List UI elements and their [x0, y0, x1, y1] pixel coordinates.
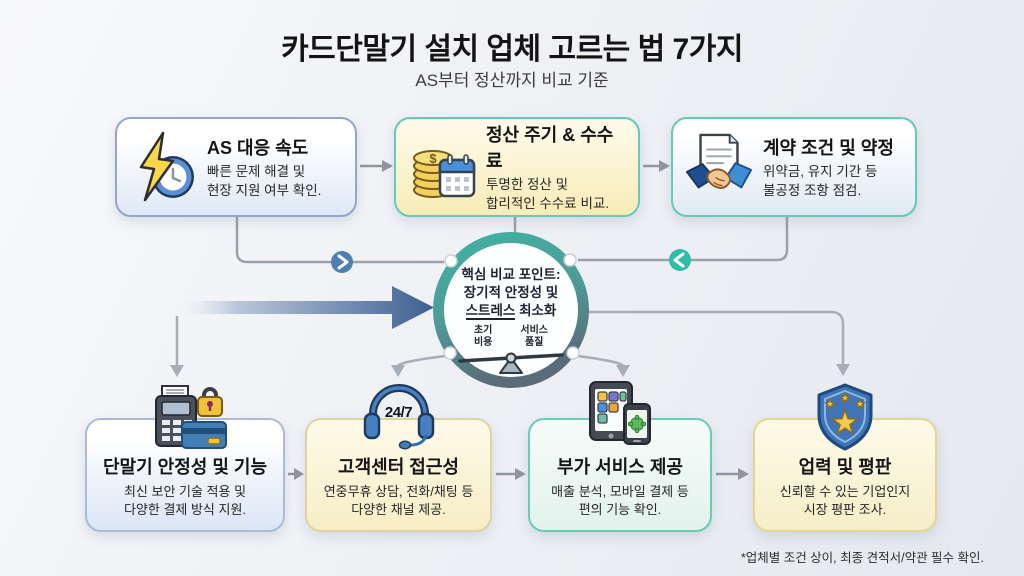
ring-node-icons: [443, 253, 580, 360]
card-title: 업력 및 평판: [798, 457, 892, 477]
card-customer-support: 24/7 고객센터 접근성 연중무휴 상담, 전화/채팅 등 다양한 채널 제공…: [305, 384, 492, 532]
balance-right-bottom: 품질: [524, 336, 544, 348]
card-desc-line1: 최신 보안 기술 적용 및: [123, 484, 247, 499]
card-desc-line2: 다양한 결제 방식 지원.: [123, 502, 247, 518]
balance-scale-icon: [458, 352, 564, 374]
arrow-down-support-icon: [391, 354, 446, 377]
card-reputation: 업력 및 평판 신뢰할 수 있는 기업인지 시장 평판 조사.: [753, 383, 937, 532]
core-line3-rest: 최소화: [515, 303, 557, 319]
card-desc: 최신 보안 기술 적용 및 다양한 결제 방식 지원.: [87, 483, 283, 519]
core-comparison-point: 핵심 비교 포인트: 장기적 안정성 및 스트레스 최소화: [433, 266, 589, 321]
card-value-added-services: 부가 서비스 제공 매출 분석, 모바일 결제 등 편의 기능 확인.: [528, 381, 712, 532]
tablet-phone-icon: [582, 380, 658, 446]
card-desc-line2: 다양한 채널 제공.: [351, 502, 446, 518]
svg-text:$: $: [429, 151, 437, 166]
chevron-left-badge-icon: [669, 249, 691, 271]
pos-terminal-lock-icon: [142, 384, 228, 450]
card-title: 정산 주기 & 수수료: [486, 124, 614, 171]
card-desc: 빠른 문제 해결 및 현장 지원 여부 확인.: [207, 163, 321, 200]
big-arrow-icon: [180, 286, 434, 329]
document-handshake-icon: [685, 130, 753, 204]
chevron-right-badge-icon: [331, 251, 353, 273]
balance-right-label: 서비스 품질: [520, 325, 548, 348]
card-terminal-stability: 단말기 안정성 및 기능 최신 보안 기술 적용 및 다양한 결제 방식 지원.: [85, 385, 285, 532]
card-desc-line1: 위약금, 유지 기간 등: [763, 163, 878, 179]
arrow-bottom-1-icon: [288, 468, 304, 480]
card-title: 계약 조건 및 약정: [763, 137, 894, 158]
arrow-top-2-icon: [643, 160, 670, 172]
card-desc-line1: 투명한 정산 및: [486, 176, 569, 192]
balance-left-label: 초기 비용: [474, 325, 492, 348]
balance-left-top: 초기: [473, 325, 493, 336]
card-desc: 연중무휴 상담, 전화/채팅 등 다양한 채널 제공.: [307, 483, 490, 519]
card-desc: 신뢰할 수 있는 기업인지 시장 평판 조사.: [755, 483, 935, 519]
arrow-down-terminal-icon: [170, 316, 184, 377]
core-line3-underline: 스트레스: [465, 303, 516, 321]
card-desc-line2: 시장 평판 조사.: [803, 502, 887, 518]
card-desc-line2: 합리적인 수수료 비교.: [486, 195, 610, 211]
card-as-response-speed: AS 대응 속도 빠른 문제 해결 및 현장 지원 여부 확인.: [115, 117, 357, 217]
balance-right-top: 서비스: [520, 325, 548, 336]
connector-card1-to-center: [235, 217, 444, 264]
card-title: AS 대응 속도: [207, 137, 309, 158]
balance-labels: 초기 비용 서비스 품질: [433, 325, 589, 348]
connector-card3-to-center: [578, 217, 789, 262]
card-desc: 투명한 정산 및 합리적인 수수료 비교.: [486, 176, 626, 213]
card-desc-line1: 연중무휴 상담, 전화/채팅 등: [323, 484, 474, 499]
card-desc-line2: 편의 기능 확인.: [578, 502, 662, 518]
card-text: 계약 조건 및 약정 위약금, 유지 기간 등 불공정 조항 점검.: [763, 134, 894, 200]
page-title: 카드단말기 설치 업체 고르는 법 7가지: [281, 33, 743, 66]
balance-left-bottom: 비용: [473, 336, 493, 348]
card-desc: 위약금, 유지 기간 등 불공정 조항 점검.: [763, 163, 894, 200]
center-circle: [433, 232, 589, 388]
lightning-clock-icon: [129, 130, 197, 204]
footnote: *업체별 조건 상이, 최종 견적서/약관 필수 확인.: [740, 551, 984, 565]
card-title: 고객센터 접근성: [338, 457, 459, 477]
card-desc-line1: 매출 분석, 모바일 결제 등: [551, 484, 689, 499]
core-line2: 장기적 안정성 및: [463, 285, 559, 301]
core-line3: 스트레스 최소화: [433, 302, 589, 321]
headset-icon: 24/7: [357, 380, 441, 450]
card-text: 정산 주기 & 수수료 투명한 정산 및 합리적인 수수료 비교.: [486, 121, 626, 213]
arrow-down-reputation-icon: [583, 310, 850, 376]
card-title: 부가 서비스 제공: [557, 457, 683, 477]
card-title: 단말기 안정성 및 기능: [102, 457, 268, 477]
card-desc-line1: 신뢰할 수 있는 기업인지: [779, 484, 911, 499]
card-contract-terms: 계약 조건 및 약정 위약금, 유지 기간 등 불공정 조항 점검.: [671, 117, 917, 217]
card-desc-line1: 빠른 문제 해결 및: [207, 163, 306, 179]
arrow-top-1-icon: [360, 160, 393, 172]
coins-calendar-icon: $: [408, 130, 476, 204]
core-line1: 핵심 비교 포인트:: [461, 267, 561, 282]
page-subtitle: AS부터 정산까지 비교 기준: [415, 71, 609, 90]
card-desc-line2: 현장 지원 여부 확인.: [207, 182, 322, 198]
arrow-down-services-icon: [577, 354, 630, 377]
arrow-bottom-2-icon: [496, 468, 526, 480]
headset-247-badge: 24/7: [384, 404, 413, 421]
card-text: AS 대응 속도 빠른 문제 해결 및 현장 지원 여부 확인.: [207, 134, 321, 200]
card-settlement-fees: $ 정산 주기 & 수수료 투명한 정산 및 합리적인 수수료 비교.: [394, 117, 640, 217]
arrow-bottom-3-icon: [716, 468, 749, 480]
card-desc-line2: 불공정 조항 점검.: [763, 182, 862, 198]
card-desc: 매출 분석, 모바일 결제 등 편의 기능 확인.: [530, 483, 710, 519]
shield-stars-icon: [813, 382, 877, 452]
